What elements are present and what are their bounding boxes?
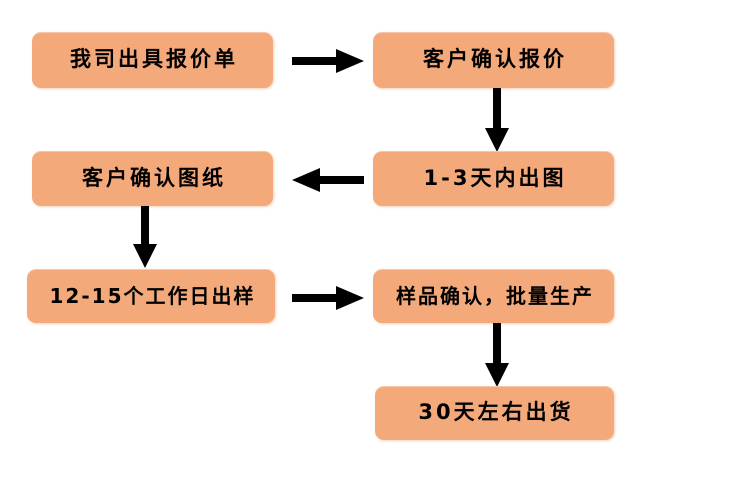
flow-node-cad-output-label: 1-3天内出图: [423, 165, 567, 190]
flow-node-customer-confirm-drawing[interactable]: 客户确认图纸: [32, 151, 273, 206]
arrow-right-quote-to-confirm-quote: [292, 48, 364, 74]
arrow-left-cad-to-drawing: [292, 167, 364, 193]
flow-node-customer-confirm-drawing-label: 客户确认图纸: [82, 165, 226, 190]
arrow-down-confirm-quote-to-cad: [484, 88, 510, 152]
arrow-down-drawing-to-sample: [132, 206, 158, 268]
arrow-down-production-to-shipping: [484, 323, 510, 387]
arrow-right-sample-to-production: [292, 285, 364, 311]
flow-node-sample-lead-time-label: 12-15个工作日出样: [49, 284, 256, 308]
flow-node-quote-label: 我司出具报价单: [70, 47, 238, 72]
flow-node-sample-confirm-mass-production-label: 样品确认，批量生产: [396, 284, 594, 308]
flow-node-shipping[interactable]: 30天左右出货: [375, 386, 614, 440]
flow-node-shipping-label: 30天左右出货: [418, 400, 574, 425]
flow-node-sample-confirm-mass-production[interactable]: 样品确认，批量生产: [373, 269, 614, 323]
flow-node-sample-lead-time[interactable]: 12-15个工作日出样: [27, 269, 275, 323]
flow-node-cad-output[interactable]: 1-3天内出图: [373, 151, 614, 206]
flow-node-confirm-quote[interactable]: 客户确认报价: [373, 32, 614, 88]
flow-node-quote[interactable]: 我司出具报价单: [32, 32, 273, 88]
flow-node-confirm-quote-label: 客户确认报价: [423, 47, 567, 72]
